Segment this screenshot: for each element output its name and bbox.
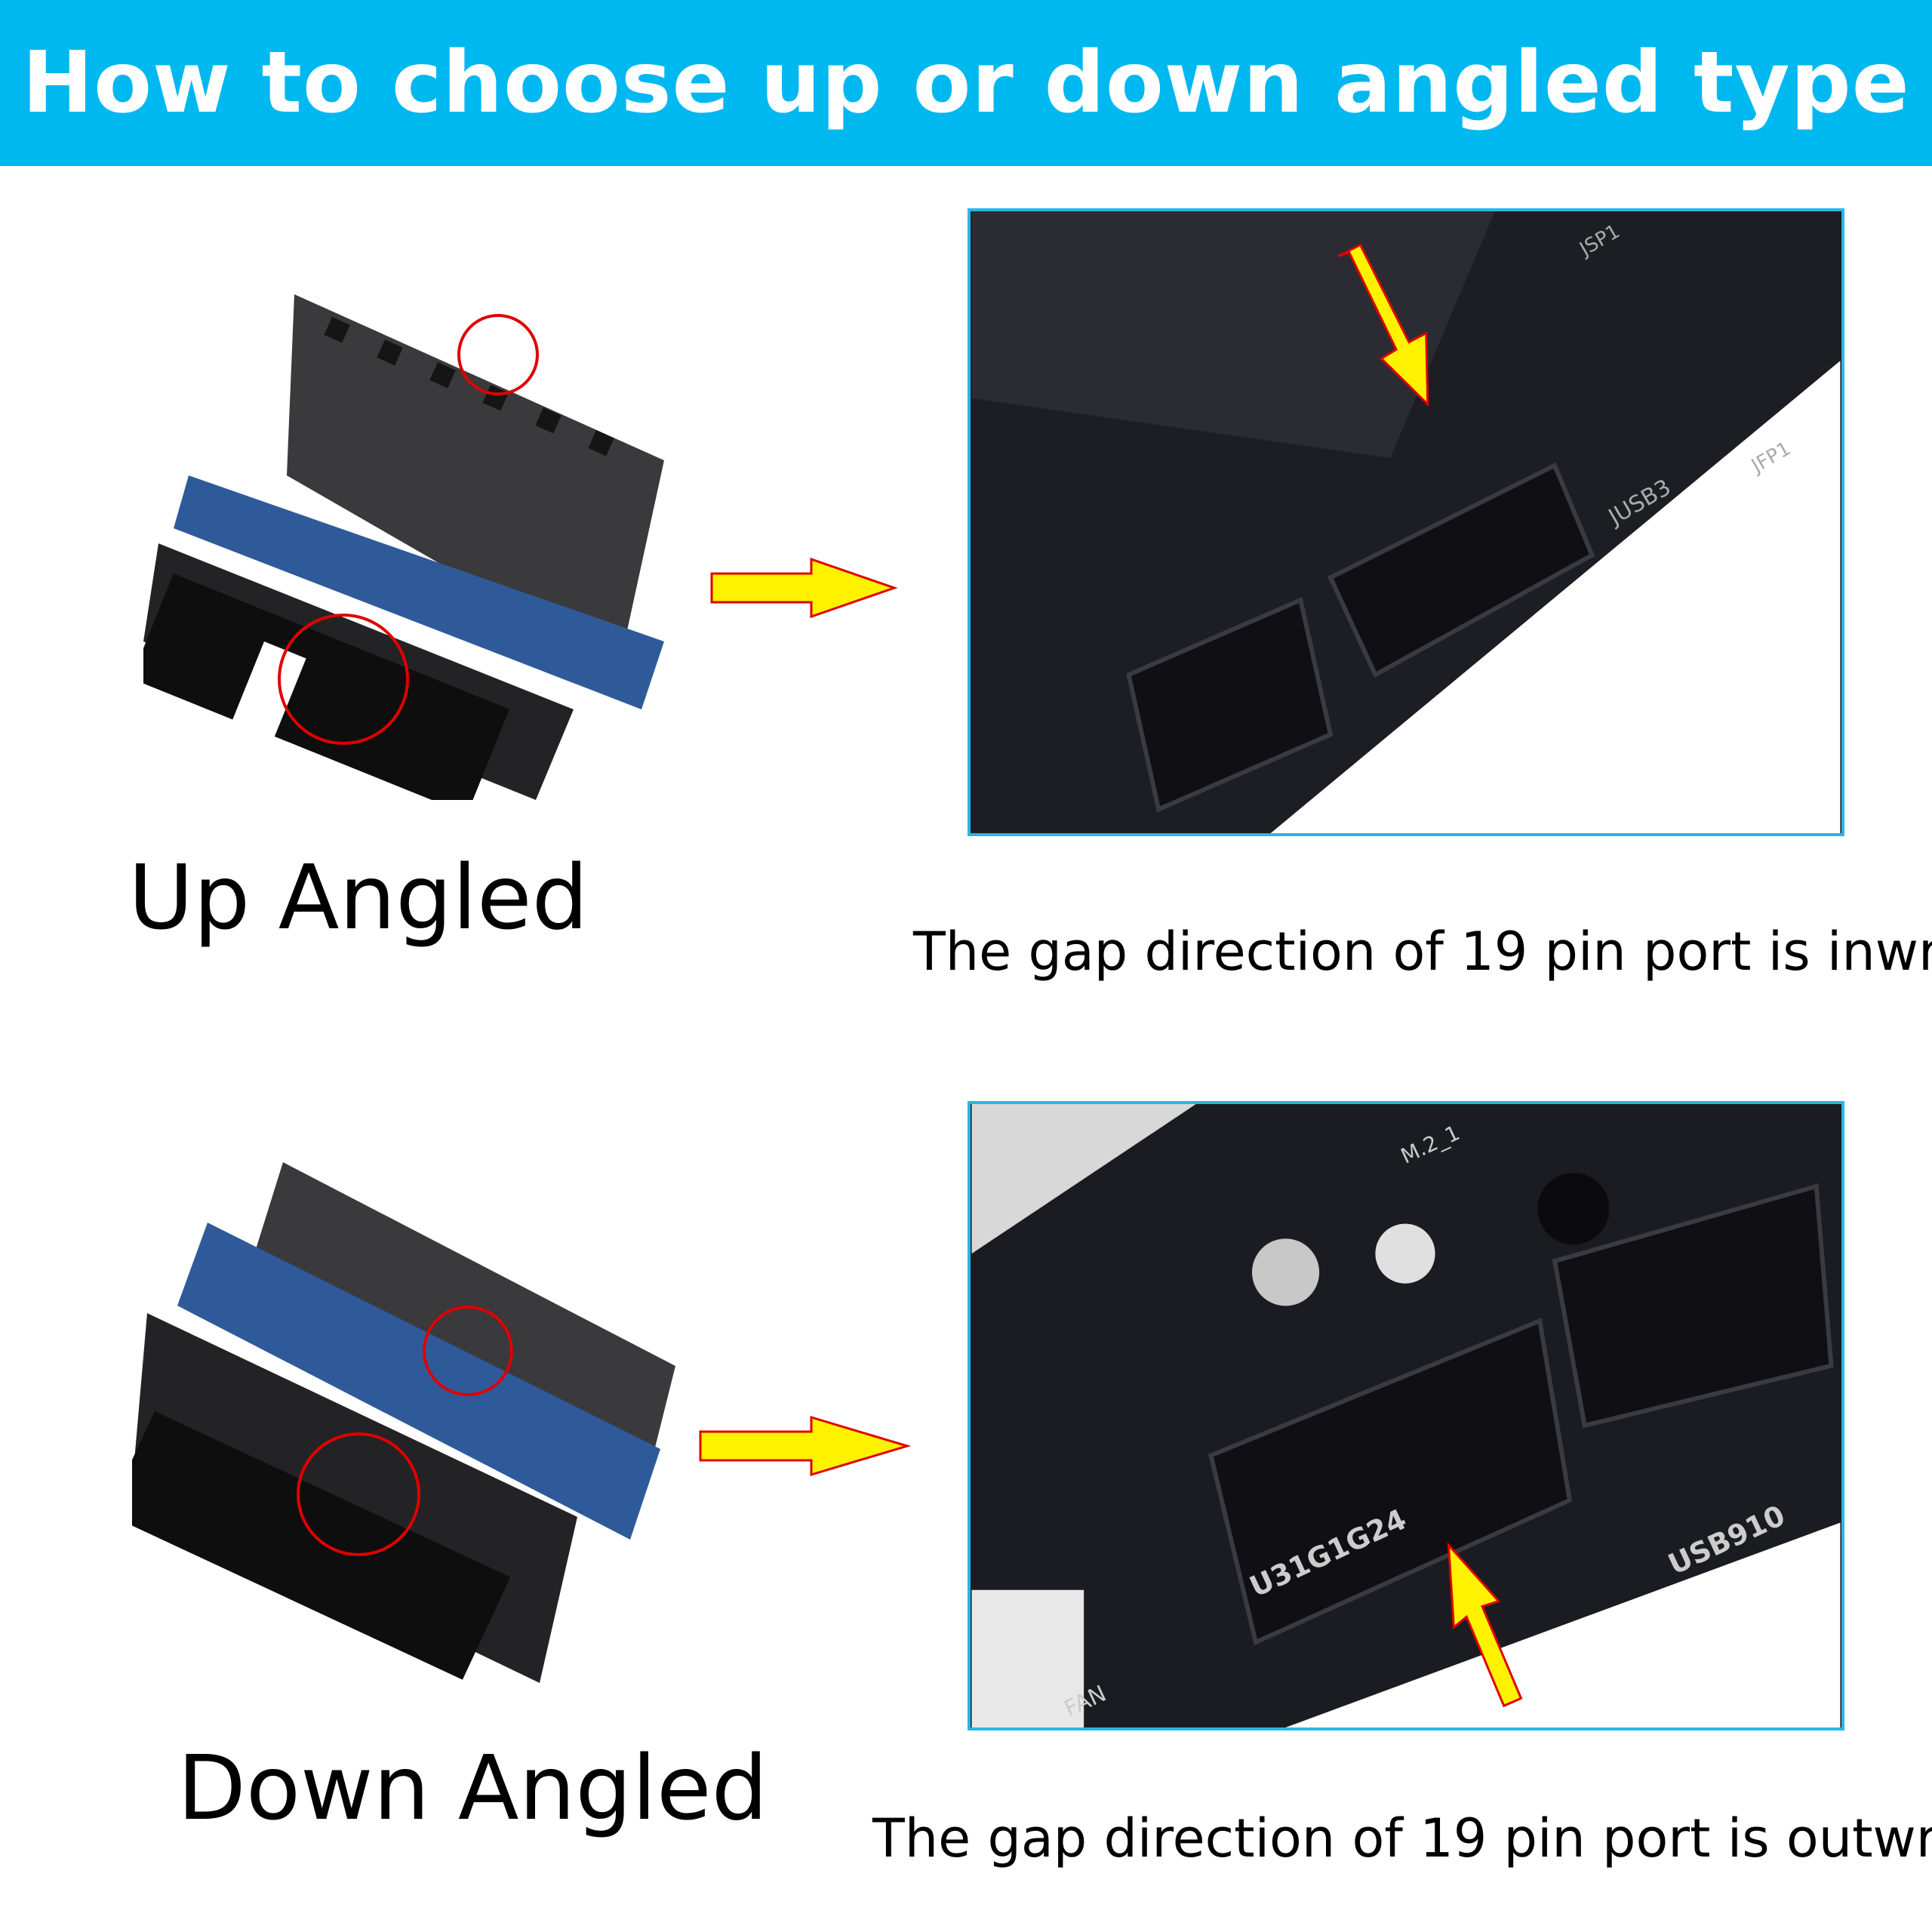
down-angled-adapter-image xyxy=(132,1162,675,1683)
arrow-right-icon xyxy=(709,557,898,619)
highlight-circle xyxy=(297,1432,420,1556)
pointer-arrow-icon xyxy=(1447,1542,1523,1708)
motherboard-photo-outward: U31G1G24 USB910 M.2_1 FAN xyxy=(968,1101,1844,1730)
motherboard-photo-inward: JUSB3 JSP1 JFP1 xyxy=(968,208,1844,836)
up-angled-adapter-image xyxy=(143,287,672,800)
up-angled-caption: The gap direction of 19 pin port is inwr… xyxy=(913,921,1932,983)
page-title: How to choose up or down angled type xyxy=(22,34,1910,132)
title-banner: How to choose up or down angled type xyxy=(0,0,1932,166)
highlight-circle xyxy=(278,614,409,745)
down-angled-caption: The gap direction of 19 pin port is outw… xyxy=(872,1807,1932,1869)
highlight-circle xyxy=(457,314,539,395)
pointer-arrow-icon xyxy=(1337,243,1429,408)
arrow-right-icon xyxy=(698,1415,911,1477)
up-angled-label: Up Angled xyxy=(128,845,589,949)
highlight-circle xyxy=(423,1306,513,1396)
down-angled-label: Down Angled xyxy=(177,1736,768,1840)
